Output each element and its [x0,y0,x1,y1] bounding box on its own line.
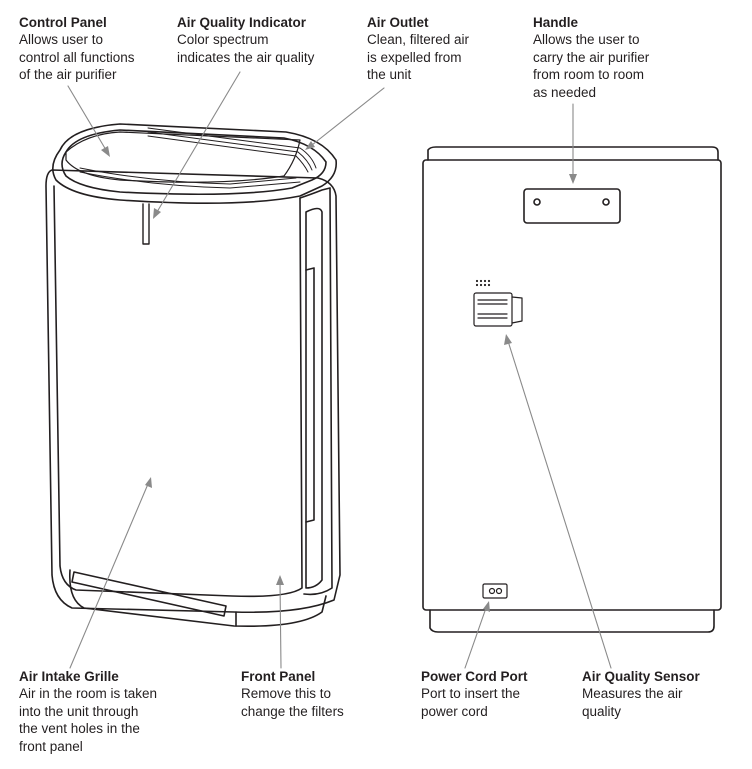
leader-front-panel [276,575,284,669]
callout-front-panel: Front Panel Remove this to change the fi… [241,668,344,720]
front-body-outline [45,169,341,614]
callout-title: Air Quality Sensor [582,669,700,684]
top-lid-inner [61,129,327,196]
callout-title: Front Panel [241,669,316,684]
leader-lines [67,71,612,669]
outlet-vents [79,127,317,189]
callout-text: Measures the air quality [582,686,683,719]
callout-air-outlet: Air Outlet Clean, filtered air is expell… [367,14,469,84]
leader-air-quality-sensor [504,334,612,669]
callout-text: Clean, filtered air is expelled from the… [367,32,470,83]
leader-air-outlet [305,87,385,150]
side-handle-slot [305,267,315,523]
leader-handle [569,103,577,184]
front-base [68,569,327,628]
power-cord-port [482,583,508,599]
back-handle [523,188,621,224]
front-panel-face [53,185,303,598]
front-side-edge [299,187,333,596]
control-panel-surface [65,131,301,183]
back-top-cap [427,146,719,161]
leader-control-panel [67,85,110,157]
leader-power-cord-port [464,601,490,669]
callout-text: Port to insert the power cord [421,686,521,719]
callout-power-cord-port: Power Cord Port Port to insert the power… [421,668,528,720]
callout-text: Air in the room is taken into the unit t… [19,686,158,754]
callout-air-intake-grille: Air Intake Grille Air in the room is tak… [19,668,157,755]
air-quality-sensor-module [473,279,523,327]
callout-text: Remove this to change the filters [241,686,344,719]
callout-text: Allows user to control all functions of … [19,32,135,83]
callout-title: Air Outlet [367,15,429,30]
top-lid [52,123,338,204]
side-handle-recess [305,207,323,589]
leader-air-quality-indicator [153,71,241,219]
callout-title: Air Quality Indicator [177,15,307,30]
callout-text: Allows the user to carry the air purifie… [533,32,650,100]
callout-air-quality-sensor: Air Quality Sensor Measures the air qual… [582,668,700,720]
callout-title: Control Panel [19,15,107,30]
callout-air-quality-indicator: Air Quality Indicator Color spectrum ind… [177,14,314,66]
callout-control-panel: Control Panel Allows user to control all… [19,14,135,84]
back-body [422,159,722,611]
callout-title: Air Intake Grille [19,669,119,684]
callout-title: Power Cord Port [421,669,528,684]
purifier-back-view [422,146,722,633]
air-quality-indicator-bar [142,203,150,245]
purifier-front-view [45,123,341,628]
callout-handle: Handle Allows the user to carry the air … [533,14,649,101]
back-base [429,609,715,633]
callout-title: Handle [533,15,579,30]
leader-air-intake-grille [69,477,152,669]
callout-text: Color spectrum indicates the air quality [177,32,315,65]
base-slot [71,571,227,617]
